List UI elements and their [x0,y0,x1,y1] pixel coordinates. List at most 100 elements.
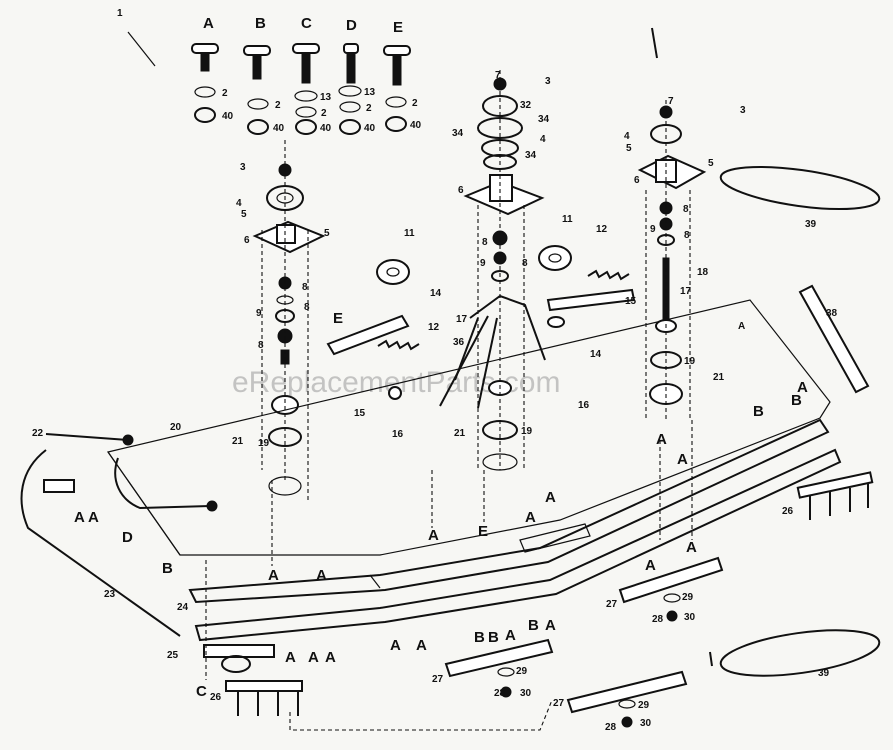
callout-19: 19 [684,356,696,367]
right-spindle-pulley [650,124,682,144]
callout-4: 4 [236,198,242,209]
caster-plate-right [796,471,874,499]
idler-callouts: 11 11 12 14 12 E 17 36 15 14 15 16 16 [333,214,637,440]
ref-letter-a: A [88,509,99,526]
hardware-letter-d: D [346,17,357,34]
callout-8: 8 [684,230,690,241]
caster-bracket-left: 26 C [196,680,303,716]
callout-16: 16 [392,429,404,440]
deflector-38 [798,284,870,394]
caster-bracket-right: 26 [782,471,874,520]
idler-arm-right [546,288,636,312]
callout-9: 9 [480,258,486,269]
callout-4: 4 [624,131,630,142]
ref-letter-b: B [753,403,764,420]
ref-letter-a: A [316,567,327,584]
ref-letter-a: A [686,539,697,556]
callout-28: 28 [652,614,664,625]
callout-25: 25 [167,650,179,661]
washer-a [194,86,216,98]
ref-letter-a: A [74,509,85,526]
ref-letter-e: E [333,310,343,327]
callout-32: 32 [520,100,532,111]
ref-letter-a: A [525,509,536,526]
blade-27-center [444,638,554,678]
callout-15: 15 [354,408,366,419]
callout-2: 2 [412,98,418,109]
callout-5: 5 [626,143,632,154]
baffle-rail: 38 A B [791,284,870,409]
callout-9: 9 [256,308,262,319]
callout-20: 20 [170,422,182,433]
callout-19: 19 [258,438,270,449]
baffle-frame: 24 B B [162,403,842,642]
hardware-letter-e: E [393,19,403,36]
washer-nut-set [194,85,407,135]
callout-5: 5 [324,228,330,239]
hardware-letter-b: B [255,15,266,32]
callout-3: 3 [740,105,746,116]
callout-13: 13 [320,92,332,103]
callout-8: 8 [482,237,488,248]
callout-1: 1 [117,8,123,19]
deck-housing: 20 A [107,299,831,556]
callout-4: 4 [540,134,546,145]
bolt-head-c [292,43,320,54]
ref-letter-a: A [545,617,556,634]
rod-clip [43,479,75,493]
ref-letter-a: A [428,527,439,544]
callout-3: 3 [545,76,551,87]
callout-17: 17 [456,314,468,325]
blade-center: 27 29 28 30 [432,638,554,699]
washer-c-2 [295,106,317,118]
baffle-bracket [519,523,591,553]
callout-19: 19 [521,426,533,437]
callout-24: 24 [177,602,189,613]
callout-9: 9 [650,224,656,235]
hardware-callouts: 2 40 2 40 13 2 40 13 2 40 2 40 1 [117,8,422,134]
bolt-head-a [191,43,219,54]
callout-39: 39 [818,668,830,679]
bolt-head-b [243,45,271,56]
ref-letter-a: A [505,627,516,644]
callout-30: 30 [520,688,532,699]
ref-letter-d: D [122,529,133,546]
bolt-shank-e [392,54,402,86]
callout-23: 23 [104,589,116,600]
center-spindle-callouts: 7 3 32 34 34 4 34 6 8 9 8 21 19 [452,70,551,439]
ref-letter-a: A [268,567,279,584]
ref-letter-a: A [545,489,556,506]
callout-29: 29 [638,700,650,711]
callout-3: 3 [240,162,246,173]
callout-7: 7 [495,70,501,81]
callout-29: 29 [682,592,694,603]
callout-5: 5 [708,158,714,169]
left-spindle-assembly [252,140,326,500]
callout-40: 40 [222,111,234,122]
washer-e [385,96,407,108]
right-spindle-assembly [637,100,707,420]
ref-letter-b: B [791,392,802,409]
washer-d-13 [338,85,362,97]
callout-11: 11 [562,214,573,225]
callout-40: 40 [364,123,376,134]
idler-arm-left [326,314,410,356]
callout-7: 7 [668,96,674,107]
belt-upper [719,165,881,211]
callout-18: 18 [697,267,709,278]
ref-letter-a: A [285,649,296,666]
callout-8: 8 [304,302,310,313]
callout-2: 2 [366,103,372,114]
callout-39: 39 [805,219,817,230]
ref-letter-b: B [488,629,499,646]
leader-1 [127,31,156,67]
callout-16: 16 [578,400,590,411]
callout-8: 8 [258,340,264,351]
center-pulley-double [477,117,523,139]
ref-letter-b: B [528,617,539,634]
callout-29: 29 [516,666,528,677]
lift-wire: 22 23 25 D A A [20,428,218,661]
rod-ref-d [114,457,211,510]
bolt-set [191,43,411,86]
callout-6: 6 [634,175,640,186]
